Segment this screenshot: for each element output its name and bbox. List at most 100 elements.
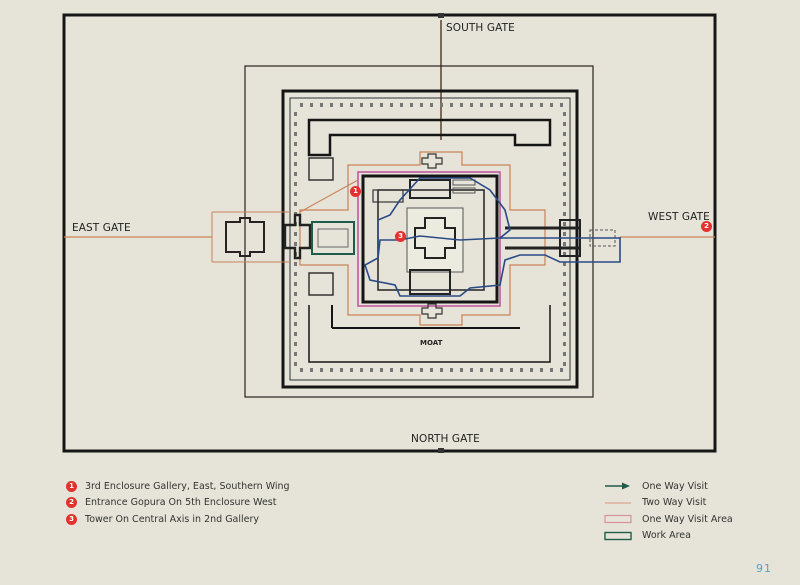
pillar — [563, 202, 566, 206]
marker-legend-badge-2: 2 — [66, 497, 77, 509]
pillar — [450, 368, 453, 372]
pillar — [563, 352, 566, 356]
pillar — [410, 368, 413, 372]
pillar — [450, 103, 453, 107]
pillar — [310, 103, 313, 107]
pillar — [563, 332, 566, 336]
marker-legend-label: Entrance Gopura On 5th Enclosure West — [85, 497, 277, 509]
pillar — [563, 192, 566, 196]
east-causeway — [211, 211, 290, 263]
pillar — [500, 103, 503, 107]
marker-legend-label: 3rd Enclosure Gallery, East, Southern Wi… — [85, 480, 290, 492]
east-gate-label: EAST GATE — [72, 222, 131, 234]
pillar — [294, 162, 297, 166]
pillar — [540, 103, 543, 107]
pillar — [563, 242, 566, 246]
hall-north-1 — [452, 179, 476, 186]
marker-3[interactable]: 3 — [395, 231, 406, 242]
pillar — [410, 103, 413, 107]
north-moat-channel — [307, 118, 552, 157]
pillar — [370, 103, 373, 107]
pillar — [563, 222, 566, 226]
pillar — [563, 282, 566, 286]
pillar — [380, 368, 383, 372]
west-causeway — [505, 226, 580, 250]
pillar — [294, 152, 297, 156]
pillar — [440, 368, 443, 372]
pillar — [480, 103, 483, 107]
colonnade-pillars — [294, 103, 566, 372]
south-east-pavilion — [308, 272, 334, 296]
pillar — [294, 312, 297, 316]
pillar — [440, 103, 443, 107]
north-gopura — [421, 153, 443, 169]
pillar — [550, 368, 553, 372]
pillar — [560, 368, 563, 372]
pillar — [460, 103, 463, 107]
south-gate-label: SOUTH GATE — [446, 22, 515, 34]
pillar — [563, 112, 566, 116]
marker-legend: 1 3rd Enclosure Gallery, East, Southern … — [66, 478, 290, 528]
pillar — [563, 182, 566, 186]
marker-legend-badge-3: 3 — [66, 513, 77, 525]
pillar — [294, 202, 297, 206]
hall-north-2 — [452, 187, 476, 194]
pillar — [390, 368, 393, 372]
pillar — [563, 252, 566, 256]
pillar — [520, 103, 523, 107]
pillar — [420, 103, 423, 107]
pillar — [294, 342, 297, 346]
pillar — [420, 368, 423, 372]
north-east-pavilion — [308, 157, 334, 181]
pillar — [294, 292, 297, 296]
route-legend: One Way Visit Two Way Visit One Way Visi… — [604, 478, 733, 544]
marker-1[interactable]: 1 — [350, 186, 361, 197]
marker-legend-item: 1 3rd Enclosure Gallery, East, Southern … — [66, 478, 290, 495]
pillar — [294, 332, 297, 336]
pillar — [490, 368, 493, 372]
third-enclosure-path — [299, 151, 546, 326]
pillar — [560, 103, 563, 107]
arrow-right-icon — [605, 482, 630, 490]
fourth-enclosure-inner — [289, 97, 571, 381]
marker-legend-item: 2 Entrance Gopura On 5th Enclosure West — [66, 495, 290, 512]
pillar — [563, 132, 566, 136]
outer-enclosure-wall — [62, 13, 717, 453]
pillar — [563, 142, 566, 146]
south-gopura — [421, 303, 443, 319]
pillar — [294, 232, 297, 236]
west-gopura — [559, 219, 581, 257]
area-outline-icon — [604, 515, 632, 524]
pillar — [563, 302, 566, 306]
south-gate-mark — [438, 13, 444, 18]
pillar — [400, 368, 403, 372]
pillar — [520, 368, 523, 372]
pillar — [530, 368, 533, 372]
east-gopura-cross — [283, 213, 312, 260]
pillar — [340, 103, 343, 107]
pillar — [360, 368, 363, 372]
legend-label: Two Way Visit — [642, 497, 707, 509]
pillar — [310, 368, 313, 372]
legend-label: One Way Visit — [642, 480, 708, 492]
west-pavilion-dashed — [589, 229, 616, 247]
pillar — [530, 103, 533, 107]
marker-2[interactable]: 2 — [701, 221, 712, 232]
pillar — [294, 112, 297, 116]
legend-label: One Way Visit Area — [642, 513, 733, 525]
work-area-hall — [317, 228, 349, 248]
pillar — [480, 368, 483, 372]
pillar — [510, 368, 513, 372]
pillar — [294, 352, 297, 356]
marker-legend-badge-1: 1 — [66, 480, 77, 492]
central-shrine — [414, 217, 456, 259]
pillar — [430, 103, 433, 107]
pillar — [370, 368, 373, 372]
pillar — [294, 192, 297, 196]
pillar — [294, 182, 297, 186]
pillar — [294, 132, 297, 136]
legend-item-one-way-visit: One Way Visit — [604, 478, 733, 495]
pillar — [330, 368, 333, 372]
pillar — [294, 362, 297, 366]
